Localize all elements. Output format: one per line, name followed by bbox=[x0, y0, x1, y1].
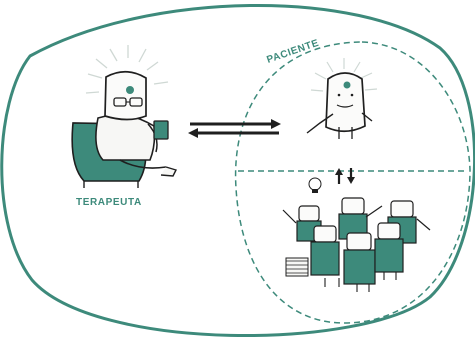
therapist-label: TERAPEUTA bbox=[76, 197, 142, 208]
therapist-icon bbox=[71, 45, 177, 188]
paper-stack-icon bbox=[285, 257, 309, 277]
patient-icon bbox=[306, 58, 378, 139]
inner-dashed-circle bbox=[234, 41, 471, 324]
patient-label: PACIENTE bbox=[265, 38, 320, 66]
crowd-figure-5 bbox=[343, 232, 376, 285]
lightbulb-icon bbox=[308, 177, 322, 193]
crowd-figure-4 bbox=[310, 225, 340, 276]
bidirectional-arrows-icon bbox=[188, 119, 281, 138]
vertical-arrows-icon bbox=[335, 168, 355, 184]
crowd-figure-6 bbox=[374, 222, 404, 273]
crowd-icon bbox=[282, 177, 431, 292]
outer-oval bbox=[0, 4, 475, 338]
